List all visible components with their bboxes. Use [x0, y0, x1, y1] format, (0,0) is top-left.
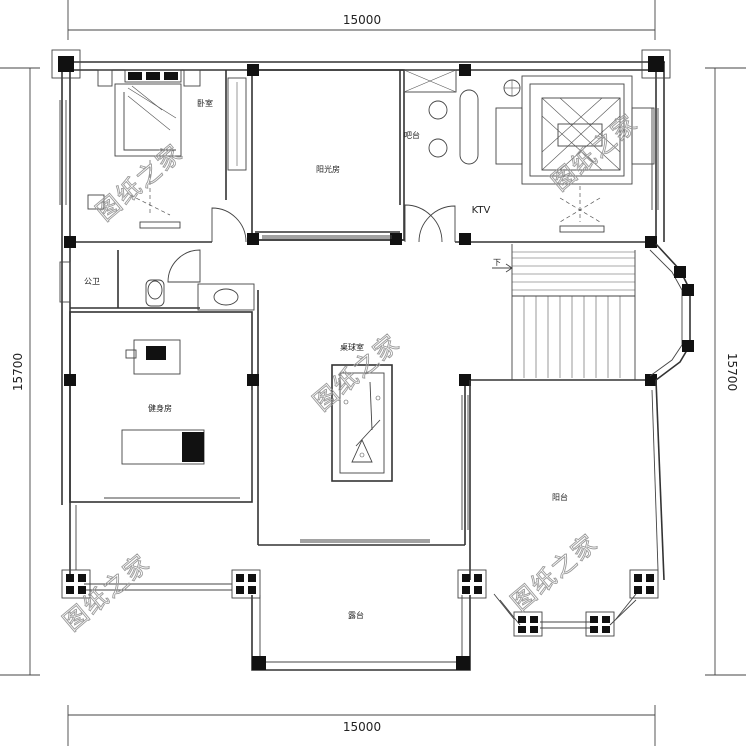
room-bathroom: 公卫 — [84, 277, 100, 286]
room-terrace: 露台 — [348, 610, 364, 620]
bedroom-furniture — [87, 69, 247, 229]
dimension-right: 15700 — [725, 353, 739, 391]
billiard-table — [331, 364, 393, 482]
room-bedroom: 卧室 — [197, 98, 213, 108]
gym-equipment — [104, 339, 253, 499]
terrace — [69, 505, 471, 671]
dimension-left: 15700 — [11, 353, 25, 391]
balcony — [469, 379, 665, 629]
balustrade-columns — [61, 569, 659, 637]
sunroom-glass-door — [262, 235, 392, 239]
room-balcony: 阳台 — [552, 492, 568, 502]
walls — [60, 61, 665, 546]
hall-sliding-doors — [300, 395, 469, 543]
room-bar: 吧台 — [404, 130, 420, 140]
room-sunroom: 阳光房 — [316, 164, 340, 174]
room-ktv: KTV — [472, 205, 491, 216]
bathroom-fixtures — [59, 249, 255, 311]
room-billiards: 桌球室 — [340, 342, 364, 352]
stairs-down-label: 下 — [493, 258, 501, 267]
bay-window — [649, 243, 694, 381]
bedroom-door — [211, 207, 247, 243]
staircase — [492, 244, 636, 380]
watermark-3: 图纸之家 — [308, 328, 406, 416]
dimension-bottom: 15000 — [343, 720, 381, 734]
dimension-top: 15000 — [343, 13, 381, 27]
watermark-5: 图纸之家 — [506, 528, 604, 616]
structural-columns — [64, 64, 657, 386]
corner-columns-top — [51, 49, 671, 79]
bedroom-window — [59, 100, 67, 205]
room-gym: 健身房 — [148, 403, 172, 413]
watermark-1: 图纸之家 — [91, 138, 189, 226]
ktv-furniture — [418, 75, 659, 243]
bar-area — [403, 69, 479, 243]
